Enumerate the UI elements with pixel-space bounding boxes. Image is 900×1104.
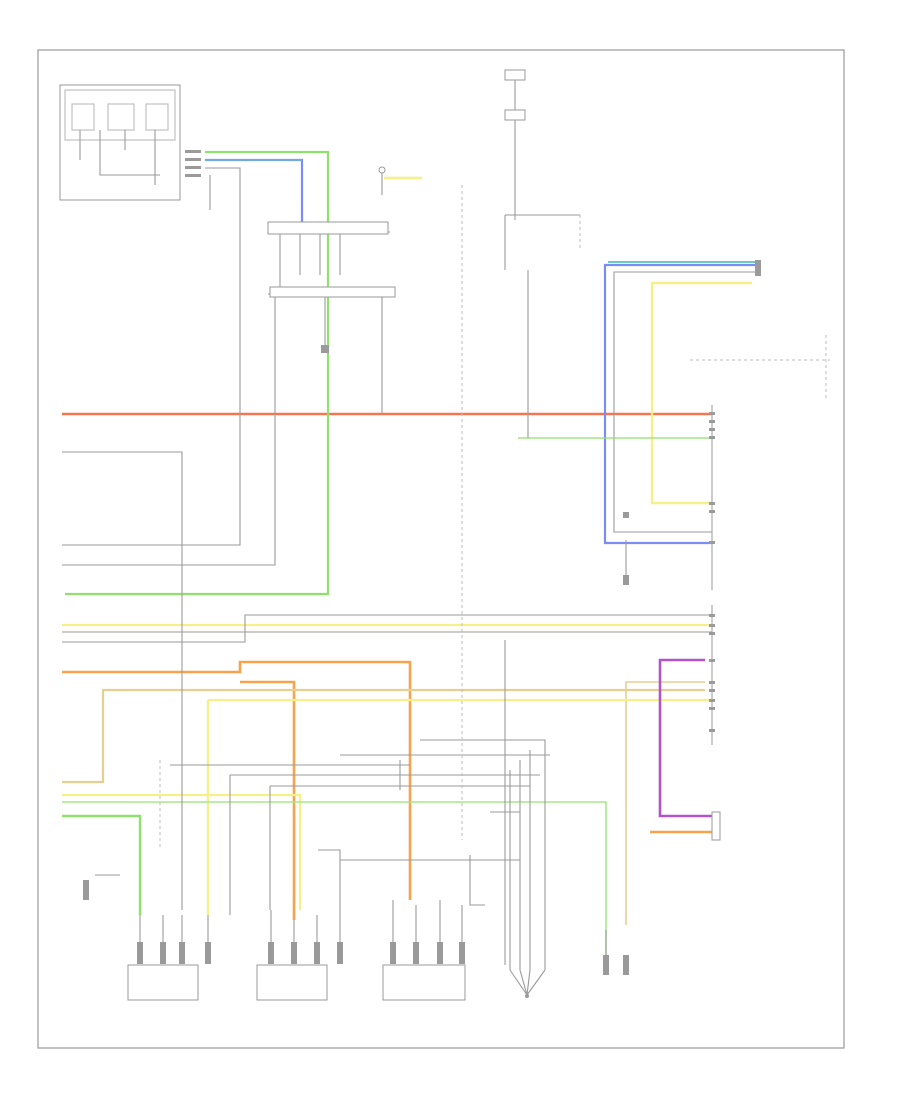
wire-yellow-right	[650, 281, 752, 505]
bottom-sensor-3	[382, 900, 466, 1001]
wire-tan-right	[625, 681, 705, 925]
left-ground	[83, 880, 89, 900]
top-fuse	[504, 69, 526, 121]
wire-blue-right	[603, 263, 760, 545]
wire-orange-a	[62, 660, 412, 900]
wire-green	[65, 150, 330, 596]
wire-tan	[62, 688, 705, 784]
wire-purple	[658, 658, 712, 818]
right-ground	[623, 512, 629, 585]
pcm-connector	[709, 405, 715, 745]
page-frame	[37, 49, 845, 1049]
connector-marks	[185, 150, 396, 298]
wire-gray-right	[613, 271, 755, 533]
wire-light-green	[62, 801, 607, 965]
right-bottom-component	[711, 811, 721, 841]
splice-pack	[509, 969, 546, 998]
bottom-sensor-1	[127, 915, 211, 1001]
middle-ground	[321, 345, 329, 353]
dashed-lines	[159, 185, 830, 850]
trans-sensor	[378, 166, 386, 174]
right-top-component	[755, 260, 761, 276]
wire-yellow-c	[62, 793, 302, 910]
top-left-module	[59, 84, 181, 201]
bottom-right-connector	[603, 930, 629, 975]
wire-green-b	[62, 814, 142, 915]
wire-orange-b	[240, 680, 296, 920]
bottom-sensor-2	[256, 910, 343, 1001]
wire-blue	[205, 158, 304, 232]
